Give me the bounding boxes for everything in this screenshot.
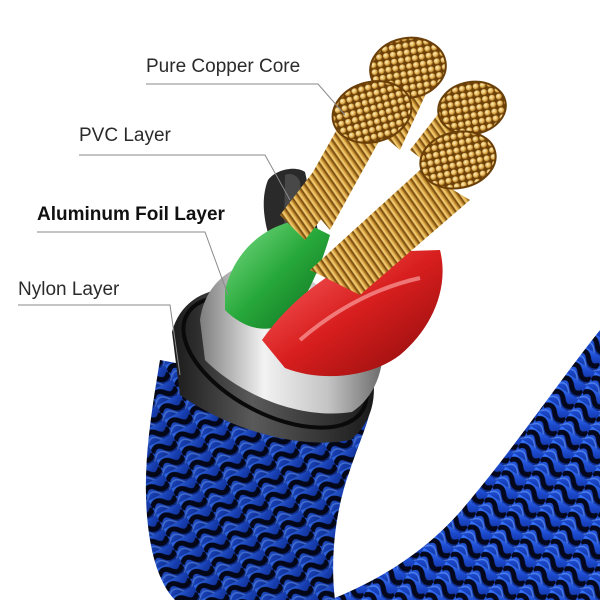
label-pvc-layer: PVC Layer (79, 125, 171, 146)
leader-line-nylon (18, 304, 181, 376)
label-aluminum-foil-layer: Aluminum Foil Layer (37, 204, 225, 225)
leader-line-pvc (79, 154, 291, 201)
leader-line-foil (37, 231, 229, 296)
leader-line-copper (146, 83, 346, 116)
leader-lines (18, 83, 346, 376)
green-wire (225, 220, 330, 329)
label-pure-copper-core: Pure Copper Core (146, 56, 301, 77)
secondary-cable (330, 330, 600, 600)
copper-strand-ends (331, 36, 507, 190)
red-wire (262, 250, 443, 377)
label-nylon-layer: Nylon Layer (18, 279, 120, 300)
